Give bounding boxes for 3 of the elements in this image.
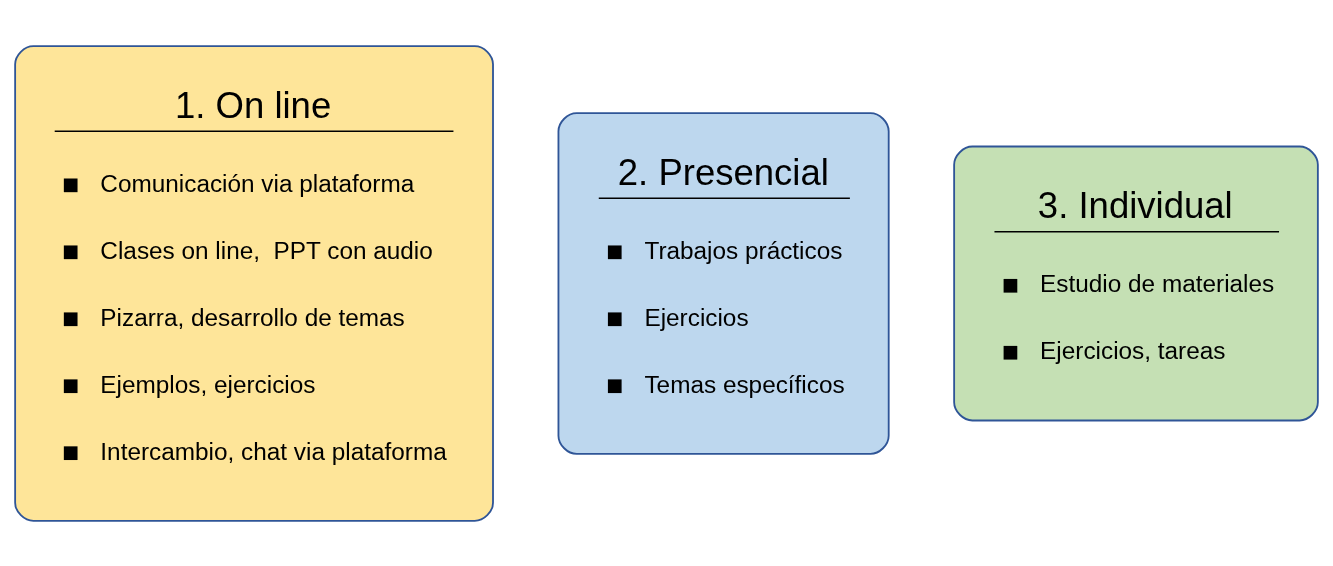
node-box: 1. On line Comunicación via plataforma Clases on line, PPT con audio Pizarra, desarrollo de temas Ejemplos, ejercicios Intercambio, chat via plataforma <box>14 44 494 522</box>
node-box: 3. Individual Estudio de materiales Ejercicios, tareas <box>953 145 1319 421</box>
node-box: 2. Presencial Trabajos prácticos Ejercicios Temas específicos <box>557 111 890 455</box>
